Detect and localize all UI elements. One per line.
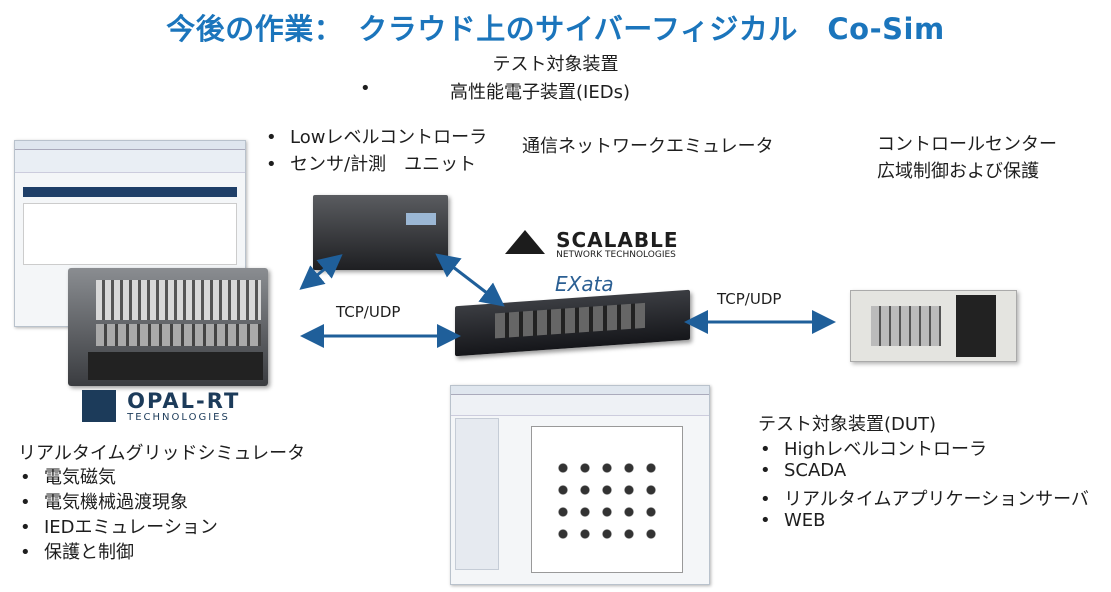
list-item: •センサ/計測 ユニット [266,154,477,175]
arrow-opal-to-field-device [299,254,343,290]
opal-rt-logo-subtext: TECHNOLOGIES [127,412,230,423]
scalable-logo-text: SCALABLE [556,228,679,252]
test-devices-heading: テスト対象装置 [492,54,619,75]
field-device-item: Lowレベルコントローラ [290,127,488,148]
scalable-logo: SCALABLE NETWORK TECHNOLOGIES [505,230,679,261]
list-item: •電気機械過渡現象 [20,492,188,513]
arrow-field-device-to-server [435,253,505,307]
simulator-item: 電気機械過渡現象 [44,492,188,513]
list-item: •WEB [760,510,826,531]
simulator-item: IEDエミュレーション [44,517,218,538]
dut-item: WEB [784,510,826,531]
control-center-line1: コントロールセンター [877,134,1057,155]
dut-item: リアルタイムアプリケーションサーバ [784,489,1089,510]
simulator-item: 保護と制御 [44,542,134,563]
list-item: •リアルタイムアプリケーションサーバ [760,489,1089,510]
network-emulator-label: 通信ネットワークエミュレータ [522,136,774,157]
field-device-item: センサ/計測 ユニット [290,154,477,175]
list-item: •SCADA [760,460,847,481]
opal-rt-simulator-image [68,268,268,386]
opal-rt-logo-text: OPAL-RT [127,389,241,413]
test-device-item: 高性能電子装置(IEDs) [450,82,630,103]
list-item: •Highレベルコントローラ [760,439,988,460]
simulator-item: 電気磁気 [44,467,116,488]
dut-item: SCADA [784,460,847,481]
list-item: •電気磁気 [20,467,116,488]
scalable-logo-subtext: NETWORK TECHNOLOGIES [556,250,676,260]
control-center-plc-image [850,290,1017,362]
exata-logo: EXata [555,272,614,296]
grid-simulator-heading: リアルタイムグリッドシミュレータ [18,443,306,464]
list-item: •Lowレベルコントローラ [266,127,488,148]
control-center-line2: 広域制御および保護 [877,161,1039,182]
dut-item: Highレベルコントローラ [784,439,988,460]
slide-title: 今後の作業： クラウド上のサイバーフィジカル Co-Sim [166,12,945,46]
opal-rt-logo: OPAL-RT TECHNOLOGIES [82,390,240,423]
tcp-udp-label-left: TCP/UDP [336,303,401,321]
tcp-udp-label-right: TCP/UDP [717,290,782,308]
dut-heading: テスト対象装置(DUT) [758,414,937,435]
network-topology-screenshot [450,385,710,585]
bullet: • [360,78,371,99]
list-item: •保護と制御 [20,542,134,563]
list-item: •IEDエミュレーション [20,517,218,538]
